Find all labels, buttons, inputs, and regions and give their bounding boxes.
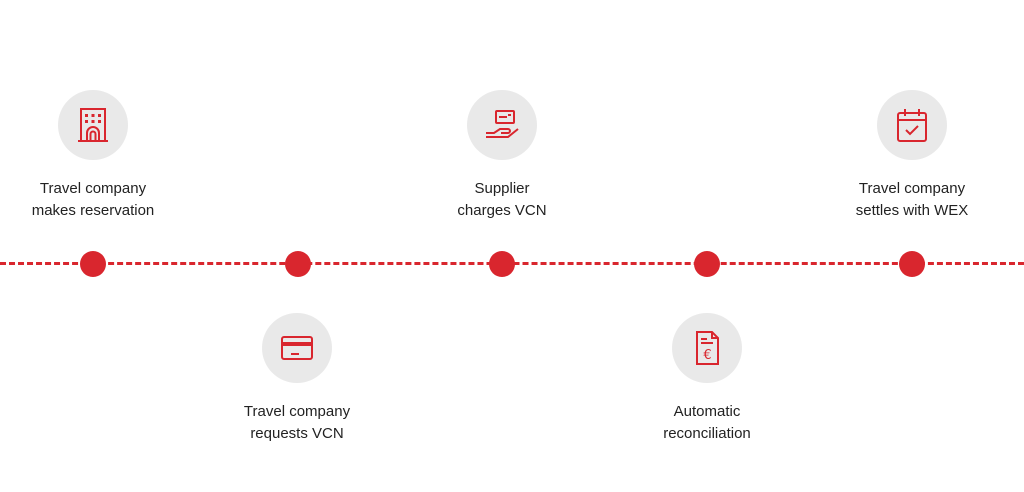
timeline-dot-2 bbox=[285, 251, 311, 277]
timeline-dot-5 bbox=[899, 251, 925, 277]
step-5-icon-circle bbox=[877, 90, 947, 160]
step-4-icon-circle: € bbox=[672, 313, 742, 383]
step-1-label: Travel company makes reservation bbox=[0, 178, 193, 222]
step-3-label-line-2: charges VCN bbox=[457, 202, 547, 219]
euro-document-icon: € bbox=[696, 331, 719, 365]
step-3-icon-circle bbox=[467, 90, 537, 160]
step-4-label-line-2: reconciliation bbox=[663, 425, 751, 442]
svg-text:€: € bbox=[703, 348, 711, 363]
step-1-icon-circle bbox=[58, 90, 128, 160]
step-2-icon-circle bbox=[262, 313, 332, 383]
step-4: € Automatic reconciliation bbox=[607, 313, 807, 445]
step-2-label-line-2: requests VCN bbox=[250, 425, 344, 442]
timeline-dot-3 bbox=[489, 251, 515, 277]
step-3-label: Supplier charges VCN bbox=[402, 178, 602, 222]
credit-card-icon bbox=[281, 336, 313, 360]
step-5-label-line-1: Travel company bbox=[858, 180, 966, 197]
hotel-building-icon bbox=[78, 108, 108, 142]
timeline-dot-4 bbox=[694, 251, 720, 277]
step-3-label-line-1: Supplier bbox=[474, 180, 530, 197]
timeline-dot-1 bbox=[80, 251, 106, 277]
step-1: Travel company makes reservation bbox=[0, 90, 193, 222]
step-3: Supplier charges VCN bbox=[402, 90, 602, 222]
step-4-label-line-1: Automatic bbox=[673, 403, 741, 420]
step-5: Travel company settles with WEX bbox=[812, 90, 1012, 222]
step-1-label-line-2: makes reservation bbox=[31, 202, 155, 219]
step-2: Travel company requests VCN bbox=[197, 313, 397, 445]
step-4-label: Automatic reconciliation bbox=[607, 401, 807, 445]
card-in-hand-icon bbox=[486, 110, 519, 138]
step-5-label: Travel company settles with WEX bbox=[812, 178, 1012, 222]
calendar-check-icon bbox=[897, 109, 927, 142]
step-2-label-line-1: Travel company bbox=[243, 403, 351, 420]
step-5-label-line-2: settles with WEX bbox=[855, 202, 969, 219]
step-2-label: Travel company requests VCN bbox=[197, 401, 397, 445]
step-1-label-line-1: Travel company bbox=[39, 180, 147, 197]
